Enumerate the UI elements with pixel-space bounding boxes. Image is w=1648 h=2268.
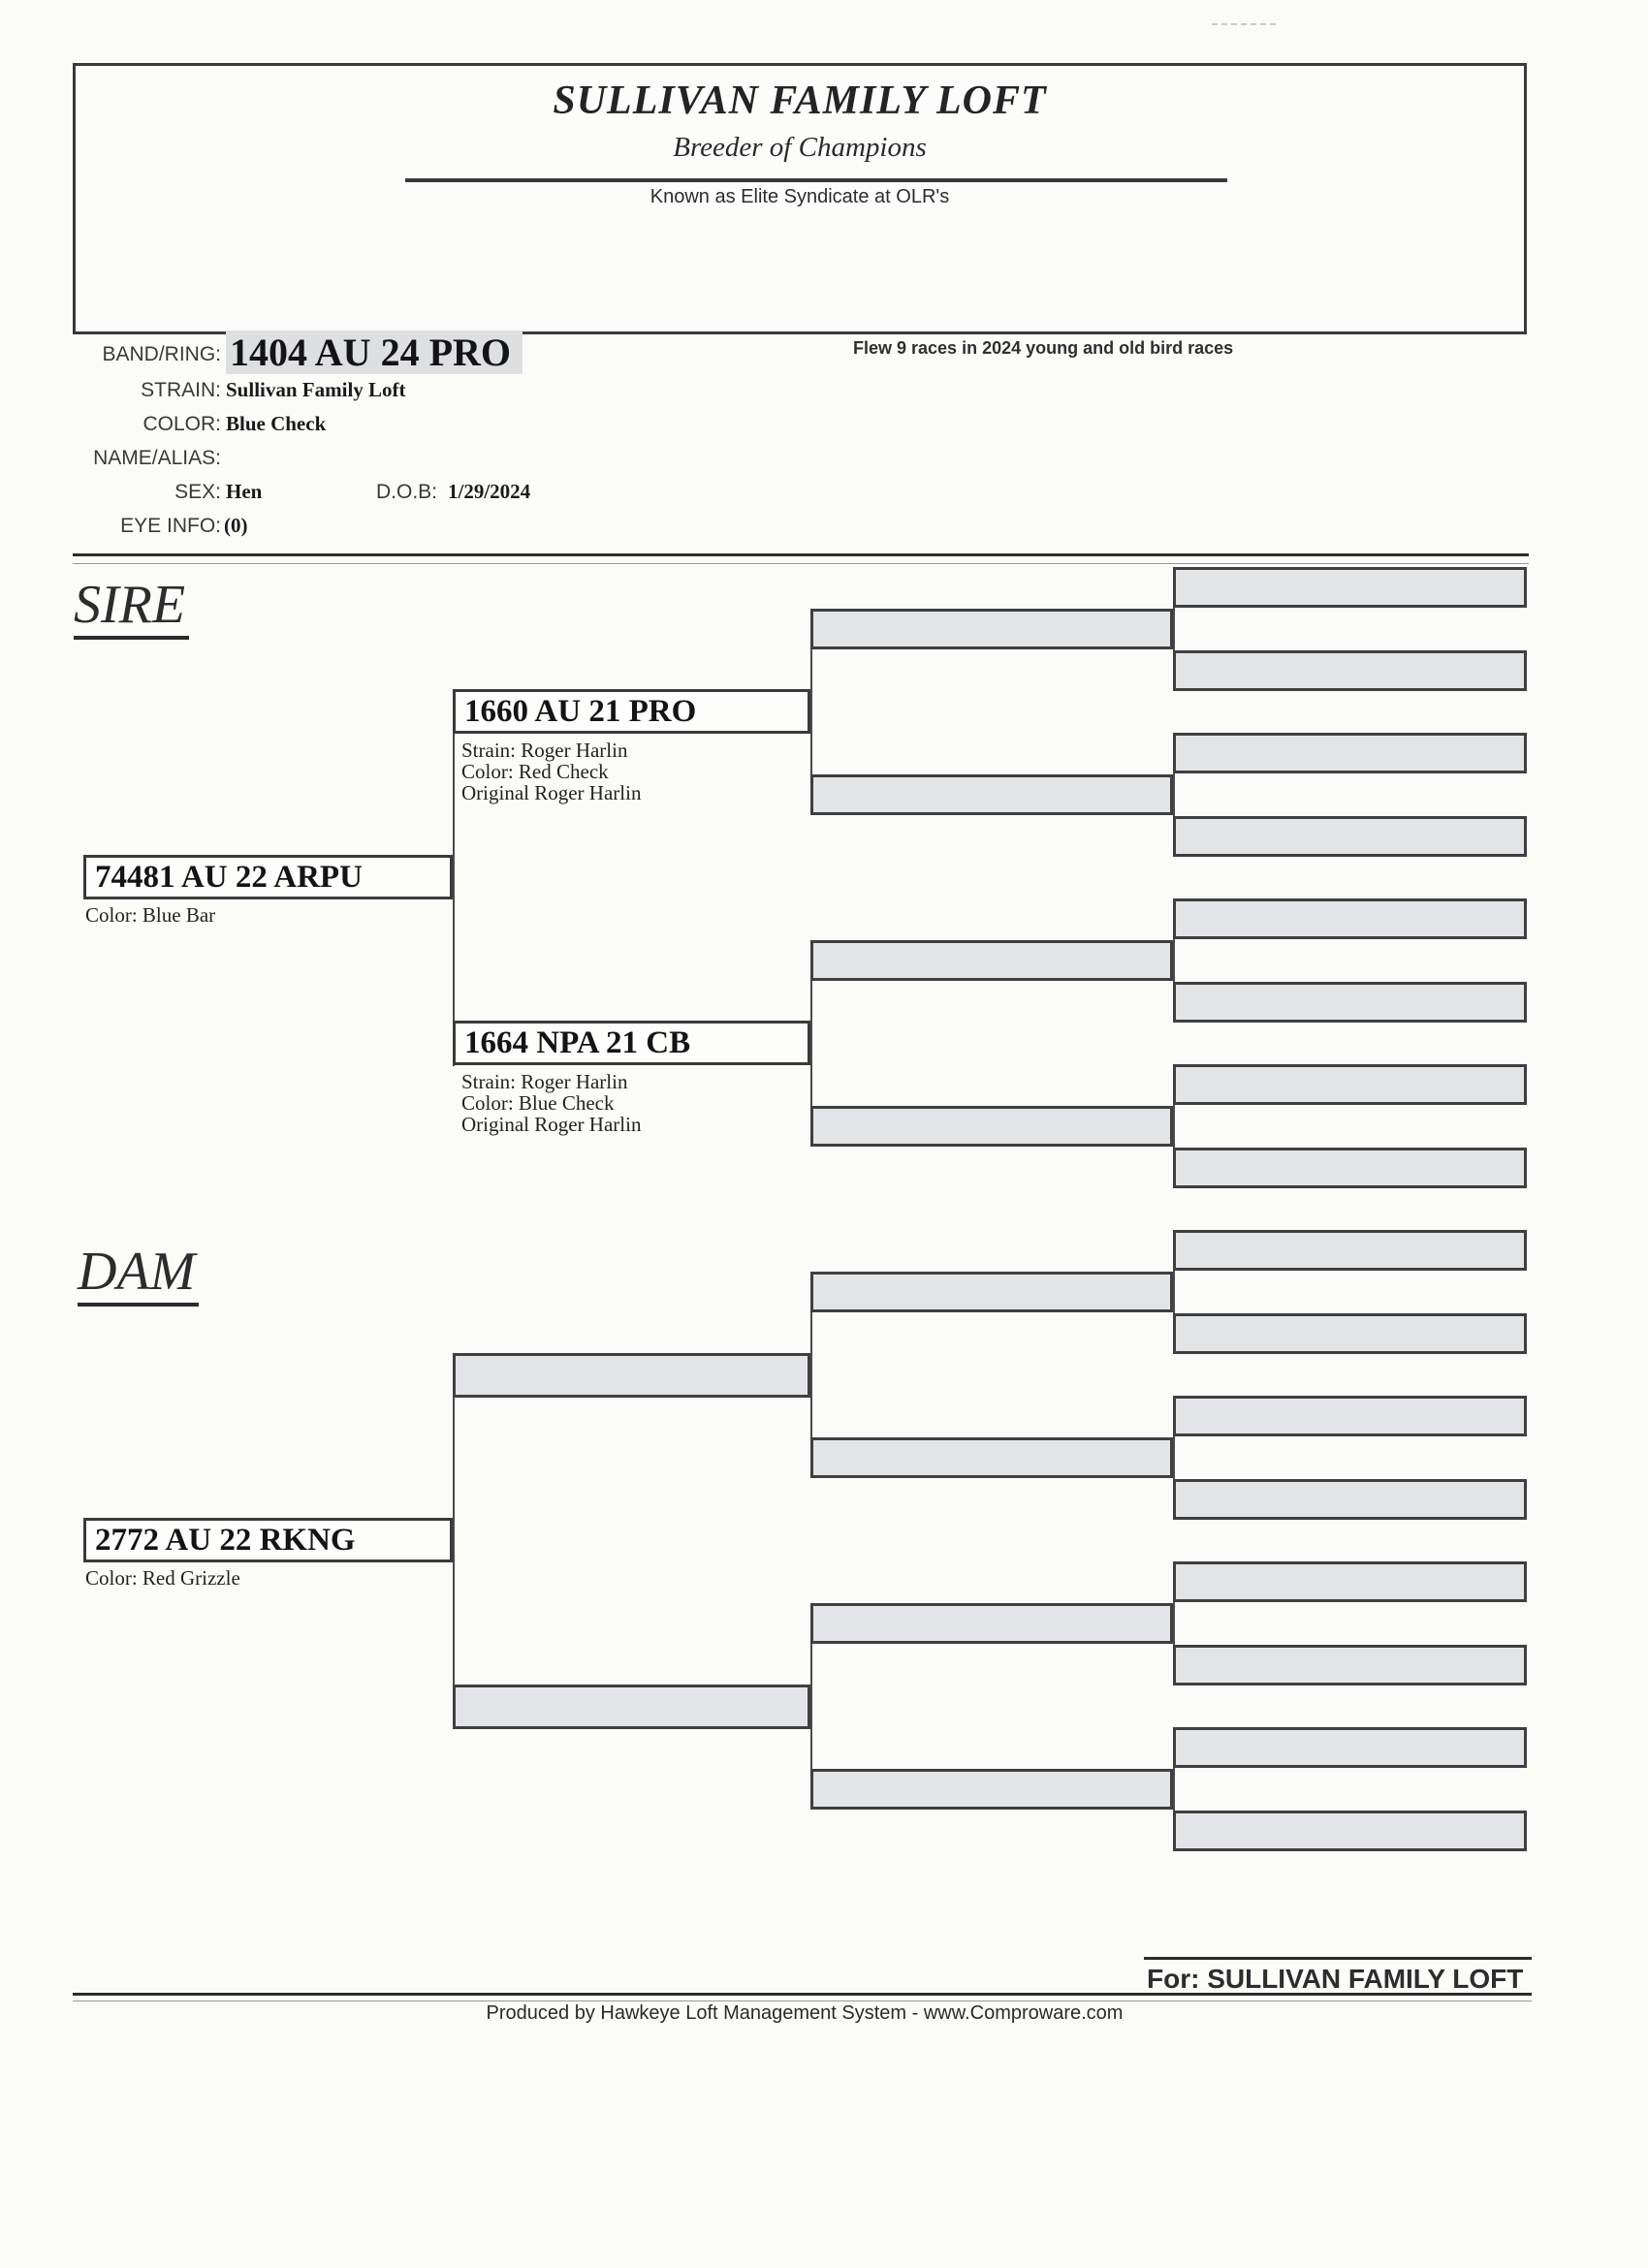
pedigree-details-dam: Color: Red Grizzle — [85, 1567, 240, 1589]
bird-detail: Original Roger Harlin — [461, 781, 642, 804]
eye-info-label: EYE INFO: — [120, 515, 221, 537]
sex-label: SEX: — [174, 481, 221, 503]
empty-ancestor-slot-gen5 — [1173, 1313, 1527, 1354]
bird-band-id: 1664 NPA 21 CB — [464, 1025, 691, 1060]
empty-ancestor-slot-gen5 — [1173, 982, 1527, 1023]
empty-ancestor-slot-gen4 — [810, 1769, 1173, 1810]
pedigree-connector-line — [810, 1603, 812, 1810]
bird-band-id: 1660 AU 21 PRO — [464, 694, 697, 729]
pedigree-details-sire: Color: Blue Bar — [85, 904, 215, 926]
empty-ancestor-slot-gen4 — [810, 940, 1173, 981]
info-divider-echo — [73, 563, 1529, 564]
footer-for-rule — [1144, 1957, 1532, 1960]
footer-rule-echo — [73, 2000, 1532, 2001]
scan-artifact-dots — [1212, 23, 1276, 25]
bird-detail: Color: Red Check — [461, 760, 609, 783]
bird-detail: Strain: Roger Harlin — [461, 1070, 628, 1093]
empty-ancestor-slot-gen4 — [810, 609, 1173, 649]
empty-ancestor-slot-gen3 — [453, 1352, 810, 1398]
empty-ancestor-slot-gen5 — [1173, 1148, 1527, 1188]
sire-section-heading: SIRE — [74, 578, 190, 640]
bird-band-id: 2772 AU 22 RKNG — [95, 1523, 356, 1558]
loft-title: SULLIVAN FAMILY LOFT — [553, 79, 1047, 123]
pedigree-box-sire-dam: 1664 NPA 21 CB — [453, 1021, 810, 1065]
pedigree-details-sire-dam: Strain: Roger Harlin Color: Blue Check O… — [461, 1071, 641, 1135]
empty-ancestor-slot-gen5 — [1173, 1561, 1527, 1602]
dam-section-heading: DAM — [78, 1244, 200, 1307]
empty-ancestor-slot-gen5 — [1173, 1479, 1527, 1520]
footer-rule — [73, 1993, 1532, 1996]
empty-ancestor-slot-gen4 — [810, 1106, 1173, 1147]
info-divider-line — [73, 553, 1529, 556]
empty-ancestor-slot-gen4 — [810, 1437, 1173, 1478]
loft-tagline: Known as Elite Syndicate at OLR's — [650, 186, 950, 207]
pedigree-connector-line — [1173, 1727, 1175, 1851]
bird-detail: Color: Blue Check — [461, 1091, 615, 1115]
empty-ancestor-slot-gen3 — [453, 1684, 810, 1729]
loft-header-box: SULLIVAN FAMILY LOFT Breeder of Champion… — [73, 63, 1527, 334]
band-ring-label: BAND/RING: — [102, 343, 221, 365]
bird-detail: Color: Blue Bar — [85, 903, 216, 927]
empty-ancestor-slot-gen5 — [1173, 650, 1527, 691]
pedigree-connector-line — [1173, 733, 1175, 857]
dob-value: 1/29/2024 — [448, 480, 531, 503]
pedigree-connector-line — [1173, 567, 1175, 691]
pedigree-connector-line — [1173, 1064, 1175, 1188]
header-rule — [405, 178, 1227, 182]
name-alias-label: NAME/ALIAS: — [93, 447, 221, 469]
empty-ancestor-slot-gen5 — [1173, 1396, 1527, 1436]
footer-for-loft: For: SULLIVAN FAMILY LOFT — [1147, 1964, 1524, 1994]
pedigree-details-sire-sire: Strain: Roger Harlin Color: Red Check Or… — [461, 740, 641, 803]
bird-band-id: 74481 AU 22 ARPU — [95, 860, 363, 895]
pedigree-connector-line — [1173, 1561, 1175, 1685]
empty-ancestor-slot-gen5 — [1173, 816, 1527, 857]
produced-by-credit: Produced by Hawkeye Loft Management Syst… — [486, 2002, 1124, 2024]
band-ring-value: 1404 AU 24 PRO — [226, 331, 523, 374]
pedigree-connector-line — [810, 609, 812, 815]
loft-subtitle: Breeder of Champions — [673, 132, 927, 163]
empty-ancestor-slot-gen5 — [1173, 1727, 1527, 1768]
bird-detail: Color: Red Grizzle — [85, 1566, 240, 1590]
strain-value: Sullivan Family Loft — [226, 378, 406, 401]
pedigree-connector-line — [1173, 1396, 1175, 1520]
pedigree-box-sire: 74481 AU 22 ARPU — [83, 855, 453, 899]
dob-label: D.O.B: — [376, 481, 438, 503]
pedigree-connector-line — [1173, 898, 1175, 1023]
strain-label: STRAIN: — [141, 379, 221, 401]
empty-ancestor-slot-gen5 — [1173, 1645, 1527, 1685]
eye-info-value: (0) — [224, 514, 248, 537]
pedigree-connector-line — [810, 1272, 812, 1478]
sex-value: Hen — [226, 480, 263, 503]
empty-ancestor-slot-gen5 — [1173, 1811, 1527, 1851]
bird-detail: Original Roger Harlin — [461, 1113, 642, 1136]
race-note: Flew 9 races in 2024 young and old bird … — [853, 338, 1234, 358]
pedigree-box-sire-sire: 1660 AU 21 PRO — [453, 689, 810, 734]
empty-ancestor-slot-gen5 — [1173, 567, 1527, 608]
empty-ancestor-slot-gen5 — [1173, 1230, 1527, 1271]
pedigree-connector-line — [453, 1352, 455, 1729]
pedigree-connector-line — [453, 689, 455, 1066]
empty-ancestor-slot-gen4 — [810, 1603, 1173, 1644]
pedigree-box-dam: 2772 AU 22 RKNG — [83, 1518, 453, 1562]
pedigree-connector-line — [810, 940, 812, 1147]
empty-ancestor-slot-gen4 — [810, 774, 1173, 815]
color-value: Blue Check — [226, 412, 327, 435]
empty-ancestor-slot-gen5 — [1173, 733, 1527, 773]
bird-detail: Strain: Roger Harlin — [461, 739, 628, 762]
color-label: COLOR: — [143, 413, 221, 435]
empty-ancestor-slot-gen5 — [1173, 898, 1527, 939]
empty-ancestor-slot-gen5 — [1173, 1064, 1527, 1105]
empty-ancestor-slot-gen4 — [810, 1272, 1173, 1312]
pedigree-connector-line — [1173, 1230, 1175, 1354]
